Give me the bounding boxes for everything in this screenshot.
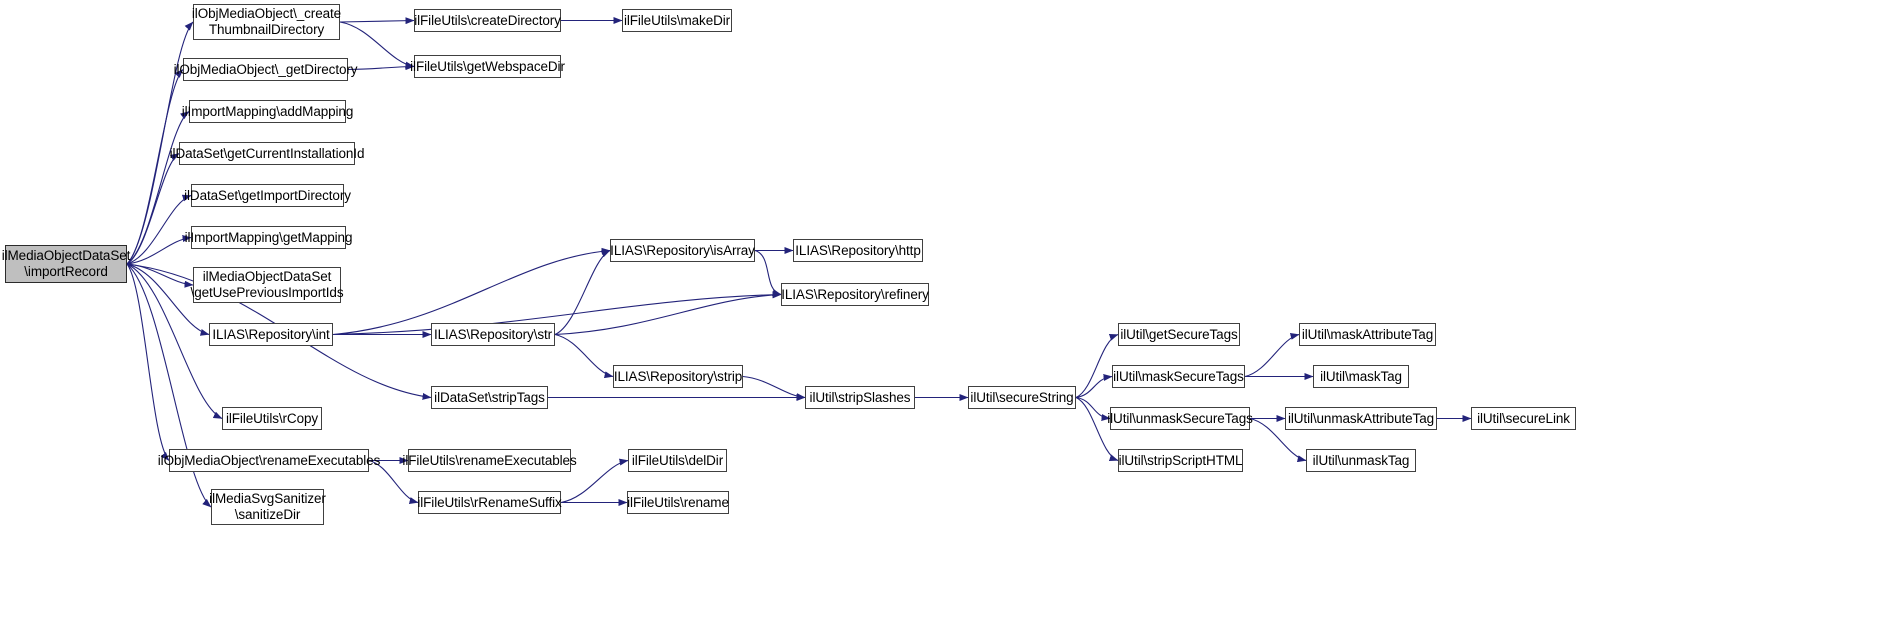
graph-node-usePrevIds[interactable]: ilMediaObjectDataSet \getUsePreviousImpo… bbox=[191, 267, 344, 303]
graph-edge-repoStrip-to-stripSlashes bbox=[742, 375, 806, 401]
graph-edge-getDirectory-to-getWebspaceDir bbox=[347, 63, 415, 71]
graph-edge-repoInt-to-repoRefinery bbox=[332, 291, 782, 336]
graph-node-root[interactable]: ilMediaObjectDataSet \importRecord bbox=[2, 245, 130, 283]
graph-node-rCopy[interactable]: ilFileUtils\rCopy bbox=[222, 407, 322, 430]
graph-node-repoRefinery[interactable]: ILIAS\Repository\refinery bbox=[781, 283, 929, 306]
graph-node-createDirectory[interactable]: ilFileUtils\createDirectory bbox=[414, 9, 561, 32]
graph-node-repoInt[interactable]: ILIAS\Repository\int bbox=[209, 323, 333, 346]
graph-node-getImportDir[interactable]: ilDataSet\getImportDirectory bbox=[184, 184, 351, 207]
graph-edge-root-to-addMapping bbox=[126, 111, 190, 265]
graph-node-maskTag[interactable]: ilUtil\maskTag bbox=[1313, 365, 1409, 388]
graph-node-repoIsArray[interactable]: ILIAS\Repository\isArray bbox=[610, 239, 755, 262]
graph-edge-repoStr-to-repoRefinery bbox=[554, 291, 782, 336]
graph-node-stripScriptHTML[interactable]: ilUtil\stripScriptHTML bbox=[1118, 449, 1243, 472]
graph-edge-root-to-getInstallId bbox=[126, 153, 180, 265]
graph-node-rRenameSuffix[interactable]: ilFileUtils\rRenameSuffix bbox=[417, 491, 562, 514]
graph-node-stripTags[interactable]: ilDataSet\stripTags bbox=[431, 386, 548, 409]
graph-edge-root-to-renameExecObj bbox=[126, 263, 170, 461]
graph-edge-repoStr-to-repoStrip bbox=[554, 333, 614, 379]
graph-node-svgSanitize[interactable]: ilMediaSvgSanitizer \sanitizeDir bbox=[209, 489, 326, 525]
graph-node-maskAttributeTag[interactable]: ilUtil\maskAttributeTag bbox=[1299, 323, 1436, 346]
graph-node-getInstallId[interactable]: ilDataSet\getCurrentInstallationId bbox=[170, 142, 364, 165]
graph-node-repoStr[interactable]: ILIAS\Repository\str bbox=[431, 323, 555, 346]
graph-edge-createThumb-to-createDirectory bbox=[339, 17, 415, 25]
graph-node-renameExecObj[interactable]: ilObjMediaObject\renameExecutables bbox=[158, 449, 380, 472]
graph-edge-repoStr-to-repoIsArray bbox=[554, 249, 611, 336]
graph-edge-repoInt-to-repoIsArray bbox=[332, 247, 611, 336]
graph-node-maskSecureTags[interactable]: ilUtil\maskSecureTags bbox=[1112, 365, 1245, 388]
graph-edge-root-to-getMapping bbox=[126, 235, 192, 265]
graph-node-createThumb[interactable]: ilObjMediaObject\_create ThumbnailDirect… bbox=[192, 4, 341, 40]
graph-node-getSecureTags[interactable]: ilUtil\getSecureTags bbox=[1118, 323, 1240, 346]
graph-edge-maskSecureTags-to-maskAttributeTag bbox=[1244, 332, 1300, 378]
graph-node-stripSlashes[interactable]: ilUtil\stripSlashes bbox=[805, 386, 915, 409]
graph-edge-root-to-usePrevIds bbox=[126, 263, 194, 288]
graph-node-addMapping[interactable]: ilImportMapping\addMapping bbox=[182, 100, 353, 123]
graph-edge-repoIsArray-to-repoRefinery bbox=[754, 249, 782, 296]
graph-node-delDir[interactable]: ilFileUtils\delDir bbox=[628, 449, 727, 472]
graph-edge-secureString-to-unmaskSecureTags bbox=[1075, 396, 1111, 421]
graph-node-getDirectory[interactable]: ilObjMediaObject\_getDirectory bbox=[174, 58, 358, 81]
graph-node-unmaskAttrTag[interactable]: ilUtil\unmaskAttributeTag bbox=[1285, 407, 1437, 430]
graph-node-renameExecUtil[interactable]: ilFileUtils\renameExecutables bbox=[402, 449, 577, 472]
graph-node-repoHttp[interactable]: ILIAS\Repository\http bbox=[793, 239, 923, 262]
graph-node-makeDir[interactable]: ilFileUtils\makeDir bbox=[622, 9, 732, 32]
graph-node-repoStrip[interactable]: ILIAS\Repository\strip bbox=[613, 365, 743, 388]
graph-node-secureString[interactable]: ilUtil\secureString bbox=[968, 386, 1076, 409]
graph-edge-secureString-to-maskSecureTags bbox=[1075, 374, 1113, 399]
graph-edge-createThumb-to-getWebspaceDir bbox=[339, 21, 415, 69]
graph-node-secureLink[interactable]: ilUtil\secureLink bbox=[1471, 407, 1576, 430]
graph-node-getMapping[interactable]: ilImportMapping\getMapping bbox=[185, 226, 352, 249]
graph-edge-root-to-getImportDir bbox=[126, 194, 192, 265]
graph-node-getWebspaceDir[interactable]: ilFileUtils\getWebspaceDir bbox=[410, 55, 565, 78]
graph-node-rename[interactable]: ilFileUtils\rename bbox=[627, 491, 729, 514]
graph-edge-root-to-getDirectory bbox=[126, 69, 184, 265]
graph-node-unmaskTag[interactable]: ilUtil\unmaskTag bbox=[1306, 449, 1416, 472]
graph-node-unmaskSecureTags[interactable]: ilUtil\unmaskSecureTags bbox=[1107, 407, 1253, 430]
